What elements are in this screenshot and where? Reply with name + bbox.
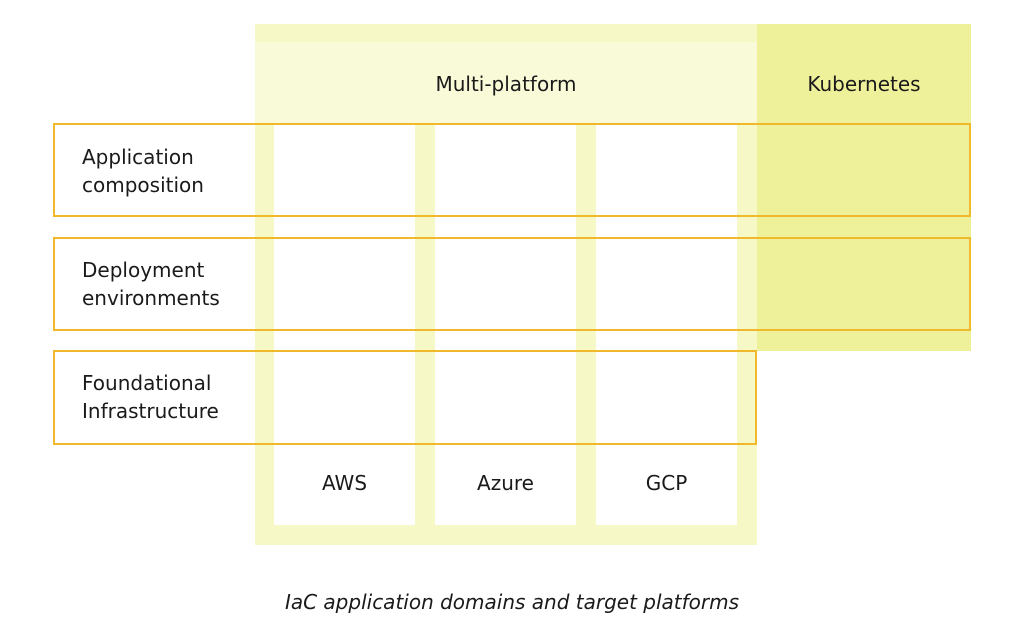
label-line: Application (82, 145, 194, 169)
application-composition-label: Application composition (82, 143, 262, 199)
aws-label: AWS (321, 471, 368, 495)
kubernetes-title: Kubernetes (807, 72, 921, 96)
deployment-environments-row (53, 237, 971, 331)
application-composition-row (53, 123, 971, 217)
multi-platform-header-band (255, 42, 757, 124)
figure-caption: IaC application domains and target platf… (284, 590, 740, 614)
label-line: environments (82, 286, 220, 310)
gcp-column (596, 124, 737, 525)
foundational-infrastructure-row (53, 350, 757, 445)
azure-column (435, 124, 576, 525)
label-line: Deployment (82, 258, 205, 282)
foundational-infrastructure-label: Foundational Infrastructure (82, 369, 262, 425)
gcp-label: GCP (645, 471, 688, 495)
multi-platform-title: Multi-platform (435, 72, 577, 96)
aws-column (274, 124, 415, 525)
kubernetes-panel (757, 24, 971, 351)
label-line: Foundational (82, 371, 212, 395)
deployment-environments-label: Deployment environments (82, 256, 262, 312)
azure-label: Azure (477, 471, 534, 495)
label-line: composition (82, 173, 204, 197)
label-line: Infrastructure (82, 399, 219, 423)
